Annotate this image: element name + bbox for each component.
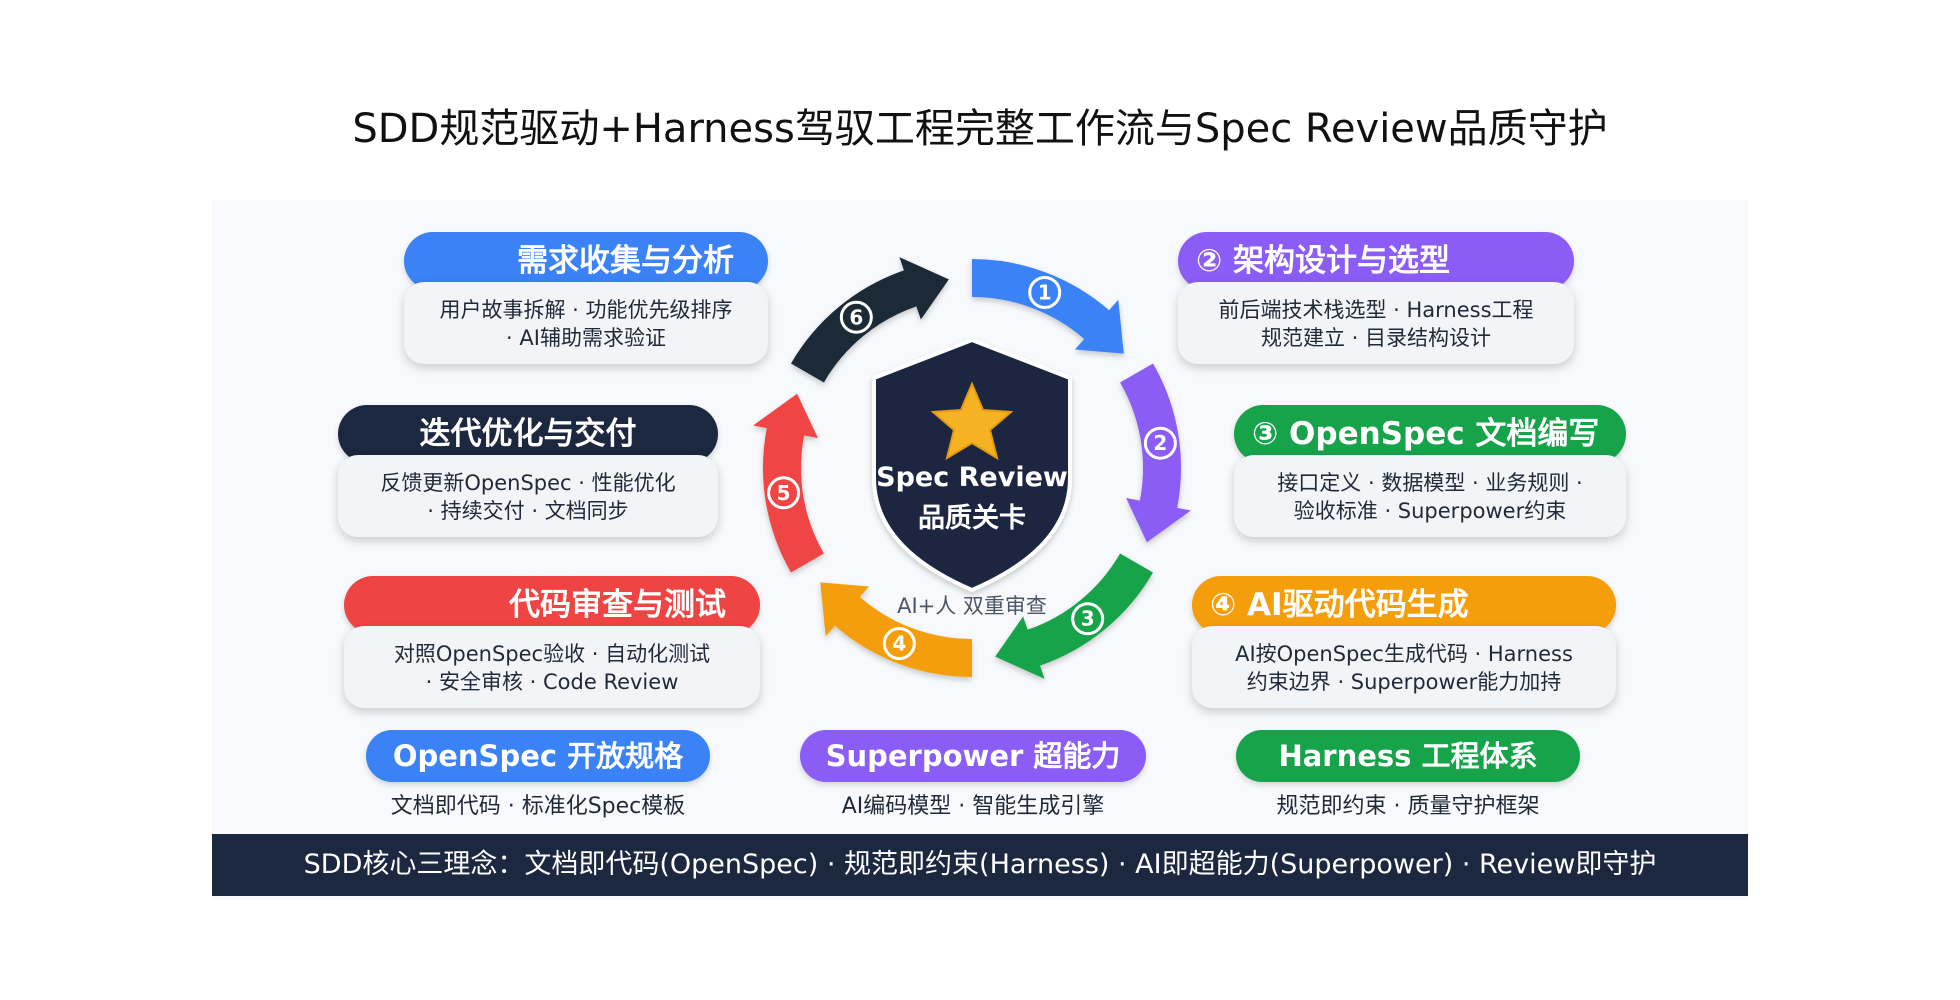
step2-title: ② 架构设计与选型 [1178, 232, 1574, 290]
step2-desc-line1: 前后端技术栈选型 · Harness工程 [1218, 298, 1534, 322]
step1-desc-line1: 用户故事拆解 · 功能优先级排序 [439, 298, 733, 322]
cycle-arrow-step2 [1120, 363, 1191, 543]
pillar-superpower-desc: AI编码模型 · 智能生成引擎 [841, 794, 1105, 819]
step2-card: 前后端技术栈选型 · Harness工程 规范建立 · 目录结构设计 [1178, 282, 1574, 364]
cycle-arrow-step5 [753, 393, 824, 573]
review-caption: AI+人 双重审查 [897, 594, 1047, 618]
step5-desc-line2: · 安全审核 · Code Review [425, 670, 679, 694]
step-badge-number-4: 4 [892, 632, 906, 656]
pillar-harness-title: Harness 工程体系 [1236, 730, 1580, 782]
step6-desc-line1: 反馈更新OpenSpec · 性能优化 [380, 471, 676, 495]
step3-card: 接口定义 · 数据模型 · 业务规则 · 验收标准 · Superpower约束 [1234, 455, 1626, 537]
step-badge-number-5: 5 [777, 481, 791, 505]
step-badges: 6 1 2 3 4 5 [767, 275, 1177, 661]
shield-label-line2: 品质关卡 [918, 503, 1026, 534]
step5-title: 代码审查与测试 [344, 576, 760, 634]
step-badge-ring-4 [882, 627, 916, 661]
step6-title: 迭代优化与交付 [338, 405, 718, 463]
step4-title: ④ AI驱动代码生成 [1192, 576, 1616, 634]
step4-card: AI按OpenSpec生成代码 · Harness 约束边界 · Superpo… [1192, 626, 1616, 708]
pillar-harness-desc: 规范即约束 · 质量守护框架 [1276, 794, 1540, 819]
step5-desc-line1: 对照OpenSpec验收 · 自动化测试 [393, 642, 711, 666]
step4-desc-line1: AI按OpenSpec生成代码 · Harness [1235, 642, 1573, 666]
step-badge-ring-6 [839, 300, 873, 334]
page-title: SDD规范驱动+Harness驾驭工程完整工作流与Spec Review品质守护 [352, 106, 1608, 152]
pillar-superpower-title: Superpower 超能力 [800, 730, 1146, 782]
step-badge-ring-2 [1143, 426, 1177, 460]
shield-label-line1: Spec Review [876, 462, 1068, 493]
pillar-openspec-title: OpenSpec 开放规格 [366, 730, 710, 782]
core-principles-bar: SDD核心三理念：文档即代码(OpenSpec) · 规范即约束(Harness… [212, 834, 1748, 896]
step6-card: 反馈更新OpenSpec · 性能优化 · 持续交付 · 文档同步 [338, 455, 718, 537]
step6-desc-line2: · 持续交付 · 文档同步 [427, 499, 629, 523]
step-badge-ring-5 [767, 476, 801, 510]
step-badge-ring-1 [1028, 275, 1062, 309]
step3-desc-line2: 验收标准 · Superpower约束 [1293, 499, 1567, 523]
shield-shape [872, 337, 1072, 593]
step1-card: 用户故事拆解 · 功能优先级排序 · AI辅助需求验证 [404, 282, 768, 364]
step-badge-ring-3 [1071, 602, 1105, 636]
step-badge-number-6: 6 [849, 305, 863, 329]
step3-desc-line1: 接口定义 · 数据模型 · 业务规则 · [1277, 471, 1583, 495]
step5-card: 对照OpenSpec验收 · 自动化测试 · 安全审核 · Code Revie… [344, 626, 760, 708]
step2-desc-line2: 规范建立 · 目录结构设计 [1260, 326, 1492, 350]
step4-desc-line2: 约束边界 · Superpower能力加持 [1246, 670, 1562, 694]
step-badge-number-1: 1 [1038, 280, 1052, 304]
star-icon [930, 381, 1014, 461]
step-badge-number-2: 2 [1153, 431, 1167, 455]
step1-title: 需求收集与分析 [404, 232, 768, 290]
step3-title: ③ OpenSpec 文档编写 [1234, 405, 1626, 463]
step1-desc-line2: · AI辅助需求验证 [506, 326, 666, 350]
pillar-openspec-desc: 文档即代码 · 标准化Spec模板 [390, 794, 686, 819]
step-badge-number-3: 3 [1081, 607, 1095, 631]
